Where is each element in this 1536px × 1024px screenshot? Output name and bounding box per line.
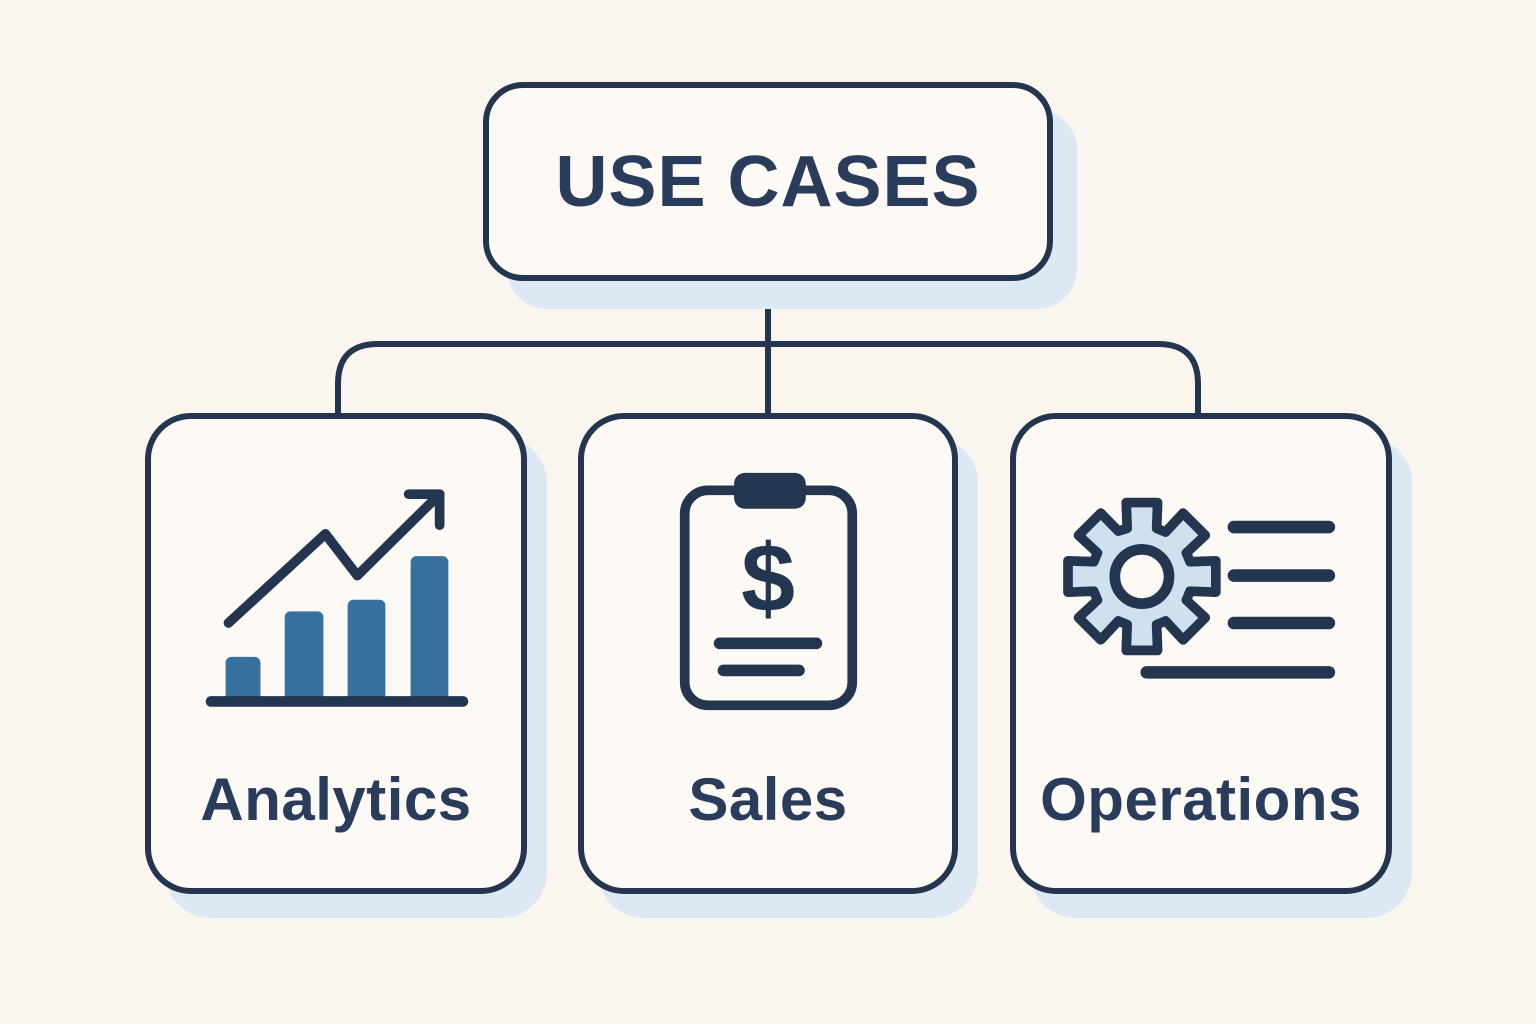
bar-4 bbox=[410, 556, 449, 706]
bar-3 bbox=[347, 599, 386, 706]
node-sales: $ Sales bbox=[578, 413, 958, 894]
trend-line bbox=[223, 489, 445, 628]
node-operations: Operations bbox=[1010, 413, 1392, 894]
node-label-sales: Sales bbox=[688, 766, 848, 833]
clipboard-dollar-icon: $ bbox=[679, 472, 858, 711]
bar-1 bbox=[225, 656, 261, 706]
gear-hub-hole bbox=[1109, 544, 1175, 609]
bar-chart-trend-icon bbox=[205, 489, 469, 707]
dollar-glyph: $ bbox=[741, 523, 795, 632]
node-analytics: Analytics bbox=[145, 413, 527, 894]
bar-2 bbox=[284, 611, 324, 706]
diagram-title: USE CASES bbox=[555, 141, 981, 222]
trend-arrowhead bbox=[403, 489, 445, 531]
node-label-analytics: Analytics bbox=[200, 766, 472, 833]
node-label-operations: Operations bbox=[1040, 766, 1362, 833]
clipboard-clip bbox=[734, 472, 806, 509]
gear-list-icon bbox=[1063, 497, 1336, 679]
root-node-use-cases: USE CASES bbox=[483, 82, 1053, 281]
branch-bracket-line bbox=[335, 341, 1201, 413]
